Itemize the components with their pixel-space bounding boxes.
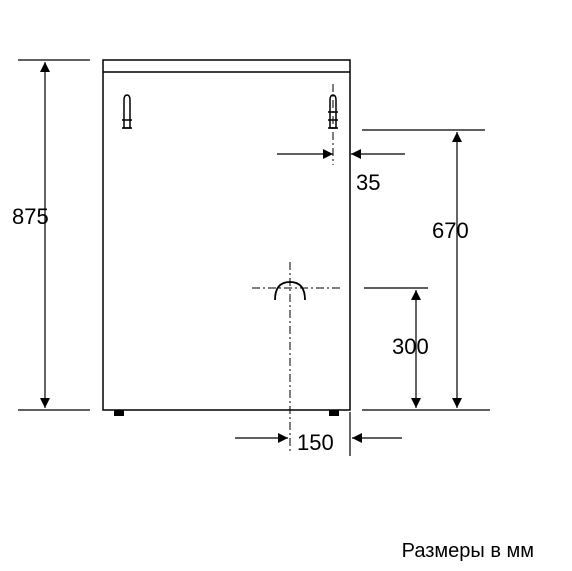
left-hose-hook-icon [122, 94, 132, 129]
dimension-875 [18, 59, 90, 411]
appliance-outline [102, 59, 351, 411]
drain-centerlines [252, 262, 342, 452]
dimension-150 [235, 412, 402, 456]
dimension-300 [364, 287, 428, 408]
units-caption: Размеры в мм [401, 540, 534, 562]
dimension-35-label: 35 [356, 170, 380, 195]
appliance-body [102, 59, 351, 411]
dimension-300-label: 300 [392, 334, 429, 359]
dimension-150-label: 150 [297, 430, 334, 455]
dimension-670-label: 670 [432, 218, 469, 243]
dimension-875-label: 875 [12, 204, 49, 229]
right-foot [329, 410, 339, 416]
drain-hose-arch-icon [274, 281, 306, 301]
left-foot [114, 410, 124, 416]
dimension-670 [362, 129, 490, 411]
